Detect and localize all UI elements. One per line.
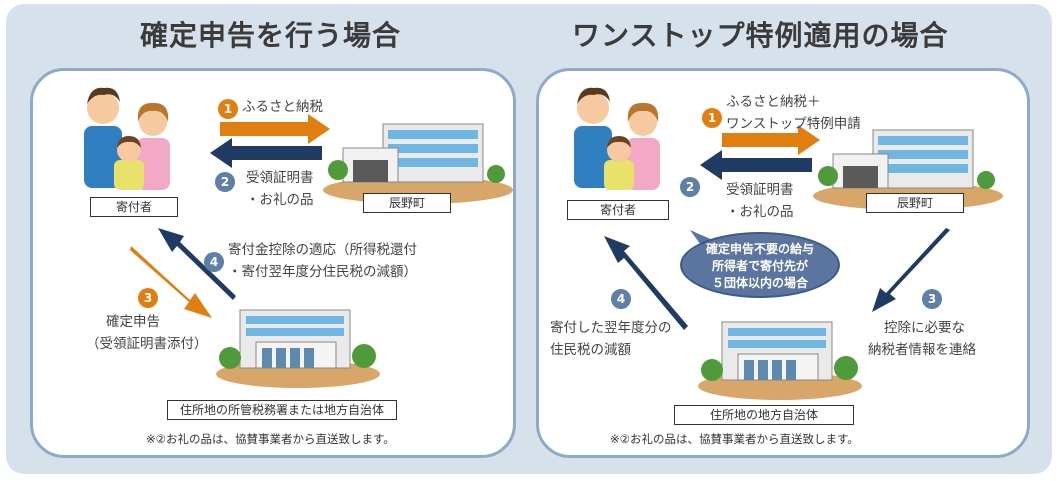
arrow-step2-right xyxy=(700,150,812,180)
arrow-step1-right xyxy=(722,125,820,155)
left-title: 確定申告を行う場合 xyxy=(140,19,402,52)
bubble-line3: ５団体以内の場合 xyxy=(711,276,808,290)
step1-line2-right: ワンストップ特例申請 xyxy=(726,116,861,132)
bubble-line1: 確定申告不要の給与 xyxy=(705,242,814,256)
step2-badge-right: 2 xyxy=(680,177,700,197)
left-office-label: 住所地の所管税務署または地方自治体 xyxy=(167,400,397,420)
donor-family-illustration xyxy=(84,87,170,190)
step4-line1: 寄付金控除の適応（所得税還付 xyxy=(228,242,417,258)
step1-line1-right: ふるさと納税＋ xyxy=(726,94,821,110)
town-hall-illustration xyxy=(322,123,514,205)
condition-bubble: 確定申告不要の給与 所得者で寄付先が ５団体以内の場合 xyxy=(680,232,840,298)
left-donor-label: 寄付者 xyxy=(90,197,178,217)
step3-line2: （受領証明書添付） xyxy=(86,336,208,352)
step3-line2-right: 納税者情報を連絡 xyxy=(868,342,976,358)
step2-line1: 受領証明書 xyxy=(246,170,314,186)
step3-badge-right: 3 xyxy=(922,289,942,309)
step1-badge: 1 xyxy=(218,99,238,119)
step4-line2-right: 住民税の減額 xyxy=(550,342,631,358)
right-title: ワンストップ特例適用の場合 xyxy=(572,19,949,52)
step4-line1-right: 寄付した翌年度分の xyxy=(550,320,672,336)
right-note: ※②お礼の品は、協賛事業者から直送致します。 xyxy=(610,432,859,446)
right-office-label: 住所地の地方自治体 xyxy=(674,405,854,425)
step2-line2: ・お礼の品 xyxy=(246,192,314,208)
donor-family-illustration-right xyxy=(574,87,660,190)
step2-badge: 2 xyxy=(215,172,235,192)
arrow-step3 xyxy=(130,246,212,318)
step4-line2: ・寄付翌年度分住民税の減額） xyxy=(228,264,417,280)
left-town-label: 辰野町 xyxy=(363,193,451,213)
step1-text: ふるさと納税 xyxy=(242,99,323,115)
arrow-step2 xyxy=(210,138,322,168)
bubble-line2: 所得者で寄付先が xyxy=(711,259,808,273)
left-note: ※②お礼の品は、協賛事業者から直送致します。 xyxy=(146,432,395,446)
arrow-step3-right xyxy=(872,228,950,312)
step1-badge-right: 1 xyxy=(702,108,722,128)
step2-line1-right: 受領証明書 xyxy=(726,182,794,198)
arrow-step4-right xyxy=(604,236,688,330)
arrow-step1 xyxy=(220,114,330,144)
right-donor-label: 寄付者 xyxy=(567,200,669,220)
step3-line1: 確定申告 xyxy=(106,314,160,330)
step3-line1-right: 控除に必要な xyxy=(884,320,965,336)
step4-badge: 4 xyxy=(204,252,224,272)
right-town-label: 辰野町 xyxy=(866,193,964,213)
local-gov-illustration xyxy=(697,321,863,401)
step3-badge: 3 xyxy=(138,288,158,308)
step4-badge-right: 4 xyxy=(611,289,631,309)
arrow-step4 xyxy=(158,228,236,300)
tax-office-illustration xyxy=(215,309,381,389)
step2-line2-right: ・お礼の品 xyxy=(726,204,794,220)
